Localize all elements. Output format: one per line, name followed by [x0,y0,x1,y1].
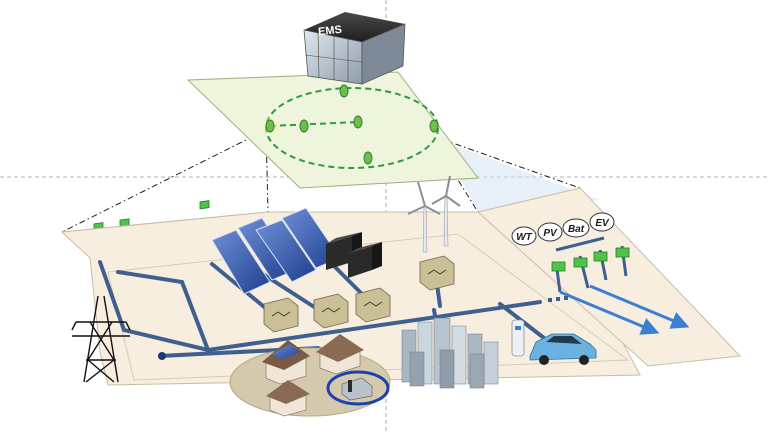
skyscraper-icon [401,317,499,389]
controller-node [299,119,309,133]
solar-panel-icon [255,207,341,283]
house-icon [262,340,310,385]
house-icon [266,380,310,417]
inverter-icon [313,293,349,329]
grid-connection-node [158,352,166,360]
controller-node [353,115,363,129]
right-strip: WT PV Bat EV [476,187,742,367]
control-plane [186,71,479,189]
label-wt: WT [516,232,532,243]
controller-icon [593,251,608,262]
controller-node [265,119,275,133]
label-bat: Bat [568,224,585,235]
ems-label: EMS [318,24,343,38]
building-icon: EMS [303,12,406,85]
charging-station-icon [511,319,525,357]
power-line-continuation [548,296,568,302]
label-ev: EV [595,218,610,229]
aggregator-controllers [551,247,630,272]
controller-node [429,119,439,133]
charging-station-icon [326,370,390,406]
controller-icon [615,247,630,258]
battery-icon [326,232,382,278]
label-pv: PV [543,228,558,239]
inverter-icon [419,255,455,291]
aggregator-labels: WT PV Bat EV [511,212,615,246]
wind-turbine-icon [407,175,461,253]
controller-nodes [265,84,439,165]
electric-car-icon [529,333,597,365]
controller-icon [573,257,588,268]
controller-node [339,84,349,98]
transmission-tower-icon [71,295,131,383]
inverter-icon [263,297,299,333]
controller-icon [551,261,566,272]
house-icon [316,334,364,375]
residential-area [229,334,391,417]
inverter-icon [355,287,391,323]
controller-node [363,151,373,165]
inverter-icons [263,255,455,333]
comm-link [269,121,359,127]
